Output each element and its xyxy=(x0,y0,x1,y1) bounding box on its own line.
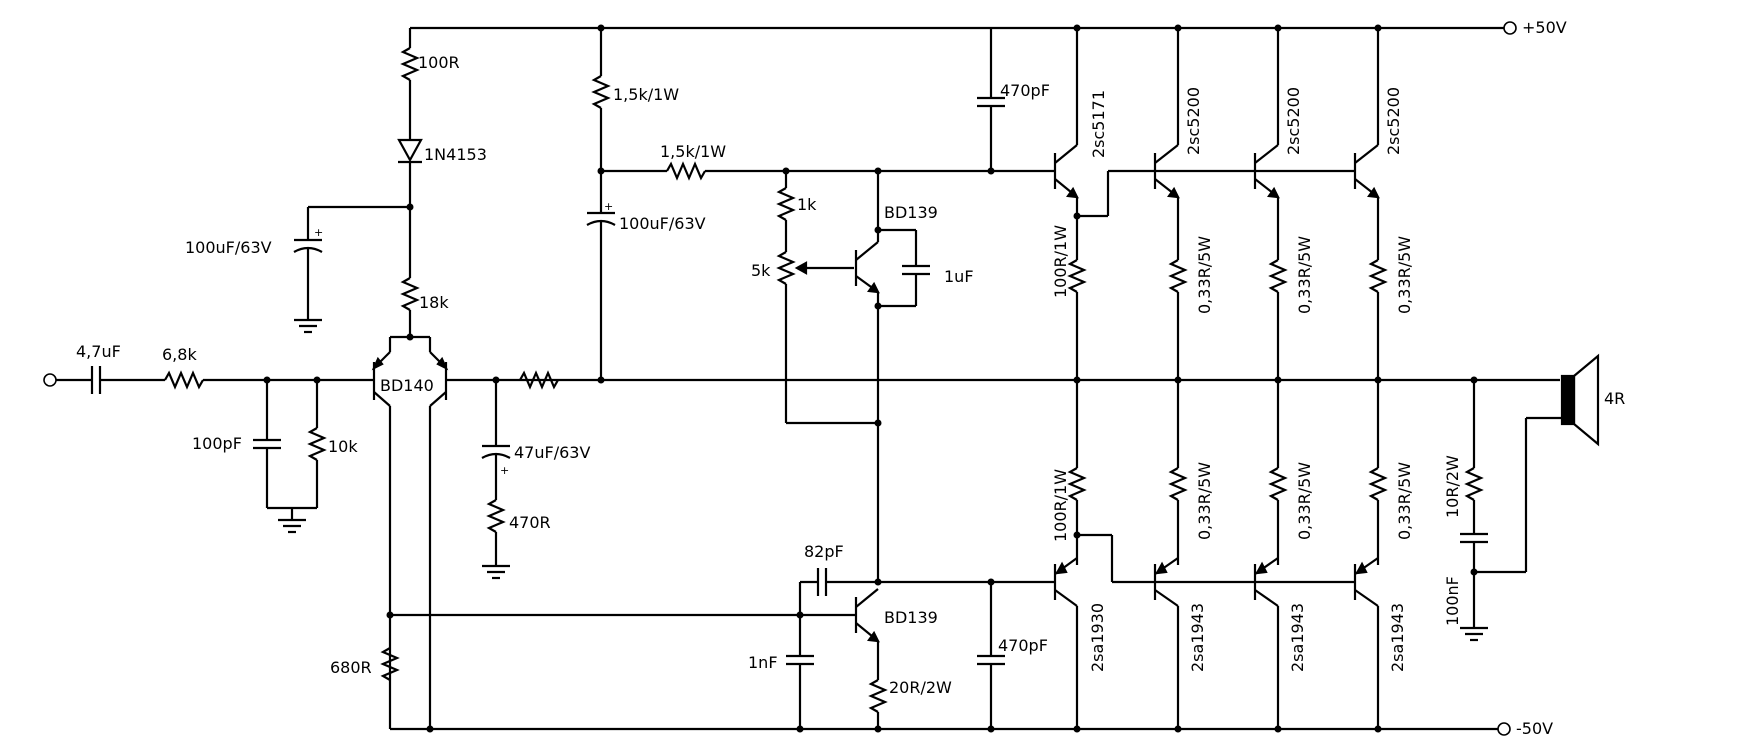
tail-resistor: 18k xyxy=(400,277,449,337)
svg-text:100uF/63V: 100uF/63V xyxy=(619,214,706,233)
junction-dot xyxy=(796,725,804,733)
junction-dot xyxy=(874,725,882,733)
svg-text:470pF: 470pF xyxy=(998,636,1048,655)
svg-text:1,5k/1W: 1,5k/1W xyxy=(660,142,726,161)
output-pair-3: 2sc5200 0,33R/5W 0,33R/5W 2sa1943 xyxy=(1353,24,1414,733)
diode: 1N4153 xyxy=(397,138,487,278)
svg-text:20R/2W: 20R/2W xyxy=(889,678,952,697)
svg-text:680R: 680R xyxy=(330,658,372,677)
svg-text:0,33R/5W: 0,33R/5W xyxy=(1195,462,1214,540)
output-pair-1: 2sc5200 0,33R/5W 0,33R/5W 2sa1943 xyxy=(1153,24,1255,733)
svg-text:BD139: BD139 xyxy=(884,608,938,627)
svg-text:BD139: BD139 xyxy=(884,203,938,222)
speaker: 4R xyxy=(1474,353,1625,574)
junction-dot xyxy=(1073,725,1081,733)
svg-text:2sa1930: 2sa1930 xyxy=(1088,603,1107,672)
filter-capacitor: 100pF xyxy=(192,380,281,508)
junction-dot xyxy=(597,167,605,175)
svg-text:-50V: -50V xyxy=(1516,719,1553,738)
svg-text:4,7uF: 4,7uF xyxy=(76,342,121,361)
input-capacitor: 4,7uF xyxy=(76,342,165,394)
svg-text:2sa1943: 2sa1943 xyxy=(1188,603,1207,672)
junction-dot xyxy=(1073,531,1081,539)
vbe-multiplier: 1k 5k BD139 1uF xyxy=(751,171,974,425)
svg-text:1,5k/1W: 1,5k/1W xyxy=(613,85,679,104)
negative-compensation-capacitor: 470pF xyxy=(977,582,1048,729)
ground-symbol xyxy=(267,506,317,534)
svg-text:1nF: 1nF xyxy=(748,653,778,672)
svg-text:+: + xyxy=(314,226,323,239)
svg-text:47uF/63V: 47uF/63V xyxy=(514,443,590,462)
positive-rail: +50V xyxy=(410,18,1567,37)
svg-text:2sc5200: 2sc5200 xyxy=(1184,87,1203,155)
svg-text:470R: 470R xyxy=(509,513,551,532)
junction-dot xyxy=(1073,212,1081,220)
svg-text:18k: 18k xyxy=(419,293,449,312)
svg-text:2sc5200: 2sc5200 xyxy=(1284,87,1303,155)
svg-text:0,33R/5W: 0,33R/5W xyxy=(1195,236,1214,314)
svg-text:+50V: +50V xyxy=(1522,18,1567,37)
vas-stage: BD139 20R/2W 82pF 1nF xyxy=(390,423,994,729)
junction-dot xyxy=(426,725,434,733)
svg-text:2sc5200: 2sc5200 xyxy=(1384,87,1403,155)
svg-text:+: + xyxy=(604,200,613,213)
junction-dot xyxy=(874,578,882,586)
svg-text:1uF: 1uF xyxy=(944,267,974,286)
diff-pair-transistors: BD140 xyxy=(345,335,475,729)
top-resistor: 100R xyxy=(400,28,460,140)
junction-dot xyxy=(796,611,804,619)
svg-text:100nF: 100nF xyxy=(1443,576,1462,626)
svg-text:470pF: 470pF xyxy=(1000,81,1050,100)
tail2-resistor: 680R xyxy=(330,647,400,681)
svg-text:4R: 4R xyxy=(1604,389,1625,408)
svg-text:2sa1943: 2sa1943 xyxy=(1388,603,1407,672)
svg-text:0,33R/5W: 0,33R/5W xyxy=(1395,462,1414,540)
svg-text:BD140: BD140 xyxy=(380,376,434,395)
svg-text:1N4153: 1N4153 xyxy=(424,145,487,164)
junction-dot xyxy=(597,376,605,384)
svg-text:6,8k: 6,8k xyxy=(162,345,197,364)
positive-driver: 2sc5171 100R/1W xyxy=(994,28,1155,380)
bootstrap-network: 1,5k/1W + 100uF/63V 1,5k/1W xyxy=(586,28,994,380)
input-resistor: 6,8k xyxy=(162,345,345,390)
svg-text:2sa1943: 2sa1943 xyxy=(1288,603,1307,672)
svg-text:10R/2W: 10R/2W xyxy=(1443,455,1462,518)
svg-text:2sc5171: 2sc5171 xyxy=(1089,90,1108,158)
zobel-network: 10R/2W 100nF xyxy=(1443,380,1488,642)
svg-text:0,33R/5W: 0,33R/5W xyxy=(1295,462,1314,540)
svg-text:5k: 5k xyxy=(751,261,771,280)
negative-rail: -50V xyxy=(390,719,1553,738)
junction-dot xyxy=(874,226,882,234)
svg-text:+: + xyxy=(500,464,509,477)
feedback-network: + 47uF/63V 470R xyxy=(481,370,590,580)
svg-text:100uF/63V: 100uF/63V xyxy=(185,238,272,257)
svg-text:0,33R/5W: 0,33R/5W xyxy=(1395,236,1414,314)
svg-text:10k: 10k xyxy=(328,437,358,456)
svg-text:100R/1W: 100R/1W xyxy=(1051,469,1070,542)
bias-resistor: 10k xyxy=(307,380,358,508)
ground-symbol xyxy=(294,318,322,334)
svg-text:0,33R/5W: 0,33R/5W xyxy=(1295,236,1314,314)
negative-driver: 100R/1W 2sa1930 xyxy=(994,380,1155,729)
positive-compensation-capacitor: 470pF xyxy=(977,28,1050,171)
svg-text:100R/1W: 100R/1W xyxy=(1051,225,1070,298)
svg-text:100R: 100R xyxy=(418,53,460,72)
output-pair-2: 2sc5200 0,33R/5W 0,33R/5W 2sa1943 xyxy=(1253,24,1355,733)
svg-text:82pF: 82pF xyxy=(804,542,844,561)
svg-text:100pF: 100pF xyxy=(192,434,242,453)
input-terminal xyxy=(43,373,92,387)
svg-text:1k: 1k xyxy=(797,195,817,214)
junction-dot xyxy=(874,302,882,310)
decoupling-capacitor: + 100uF/63V xyxy=(185,205,410,320)
